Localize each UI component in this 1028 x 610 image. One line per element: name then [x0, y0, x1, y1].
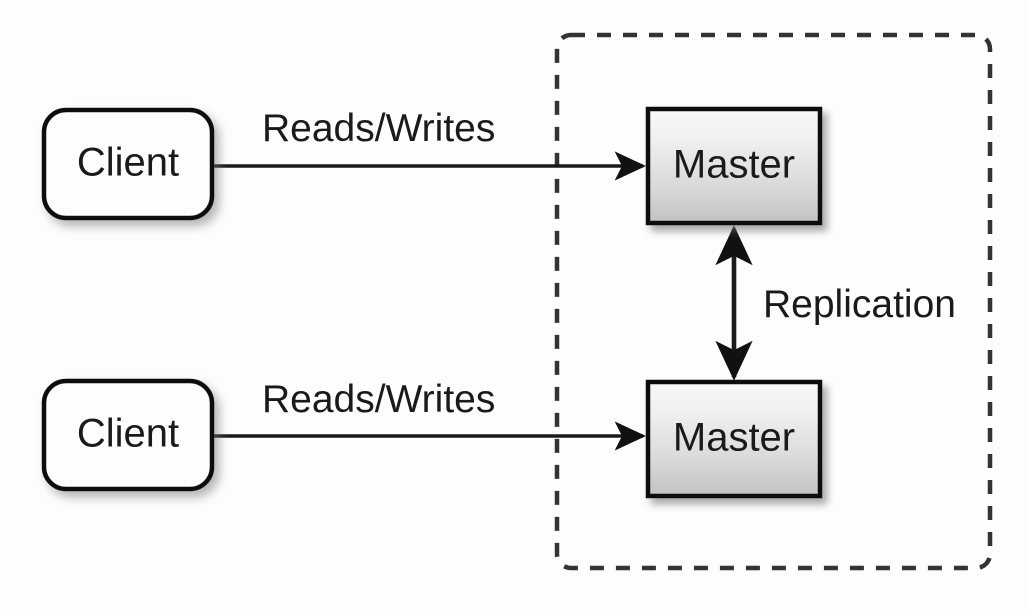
node-master-bottom[interactable]: Master [645, 379, 823, 499]
node-client-bottom[interactable]: Client [41, 378, 215, 492]
node-client-top[interactable]: Client [41, 107, 215, 221]
edge-label-reads-writes-bottom: Reads/Writes [262, 378, 495, 421]
edge-label-replication: Replication [763, 283, 956, 326]
replication-group-boundary [554, 32, 993, 571]
client-bottom-label: Client [77, 412, 179, 456]
master-bottom-shape[interactable] [645, 379, 823, 499]
edge-label-reads-writes-top: Reads/Writes [262, 107, 495, 150]
master-top-shape[interactable] [645, 106, 823, 226]
node-master-top[interactable]: Master [645, 106, 823, 226]
replication-group-outline [554, 32, 993, 571]
client-top-shape[interactable] [41, 107, 215, 221]
client-top-label: Client [77, 141, 179, 185]
master-bottom-label: Master [673, 416, 795, 460]
client-bottom-shape[interactable] [41, 378, 215, 492]
master-top-label: Master [673, 143, 795, 187]
